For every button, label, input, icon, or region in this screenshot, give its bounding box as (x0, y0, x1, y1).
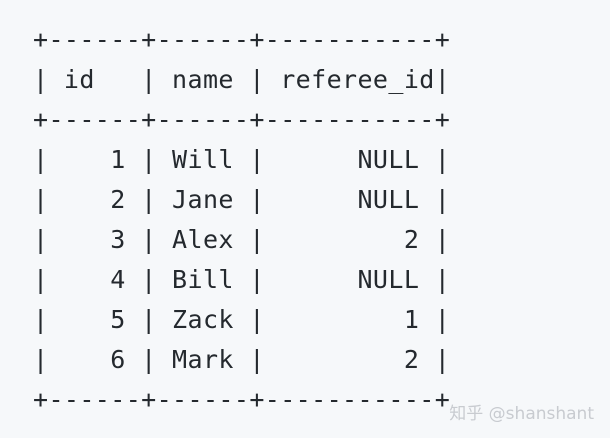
table-row: | 5 | Zack | 1 | (33, 305, 451, 334)
table-row: | 3 | Alex | 2 | (33, 225, 451, 254)
table-border-mid: +------+------+-----------+ (33, 105, 451, 134)
table-header-row: | id | name | referee_id| (33, 65, 451, 94)
table-border-bottom: +------+------+-----------+ (33, 385, 451, 414)
table-row: | 2 | Jane | NULL | (33, 185, 451, 214)
table-row: | 1 | Will | NULL | (33, 145, 451, 174)
table-row: | 6 | Mark | 2 | (33, 345, 451, 374)
table-border-top: +------+------+-----------+ (33, 25, 451, 54)
watermark-text: 知乎 @shanshant (449, 404, 594, 424)
table-row: | 4 | Bill | NULL | (33, 265, 451, 294)
